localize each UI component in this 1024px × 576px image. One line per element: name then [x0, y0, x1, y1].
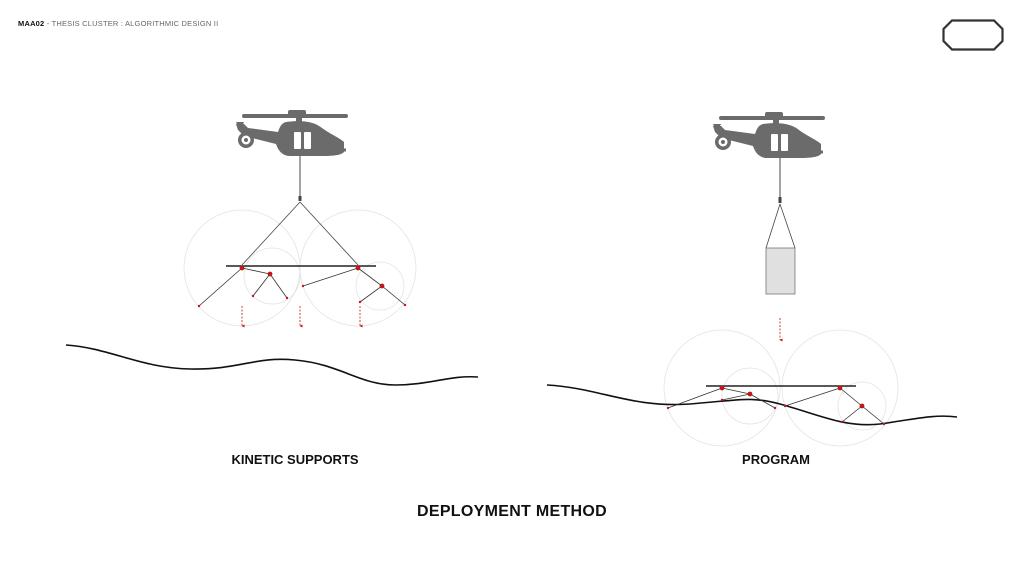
guide-circles-left [183, 209, 417, 327]
main-title: DEPLOYMENT METHOD [417, 503, 607, 520]
caption-kinetic-supports: KINETIC SUPPORTS [231, 452, 359, 467]
guide-circles-right [663, 329, 899, 447]
logo-outline [942, 19, 1004, 51]
helicopter-icon [234, 108, 350, 158]
terrain-right [546, 384, 958, 426]
right-panel [546, 110, 958, 447]
helicopter-icon [711, 110, 827, 160]
terrain-left [65, 344, 479, 386]
header-subtitle: - THESIS CLUSTER : ALGORITHMIC DESIGN II [44, 19, 219, 28]
header: MAA02 - THESIS CLUSTER : ALGORITHMIC DES… [18, 19, 218, 28]
program-container [765, 247, 796, 295]
header-code: MAA02 [18, 19, 45, 28]
caption-program: PROGRAM [742, 452, 810, 467]
left-panel [65, 108, 479, 386]
